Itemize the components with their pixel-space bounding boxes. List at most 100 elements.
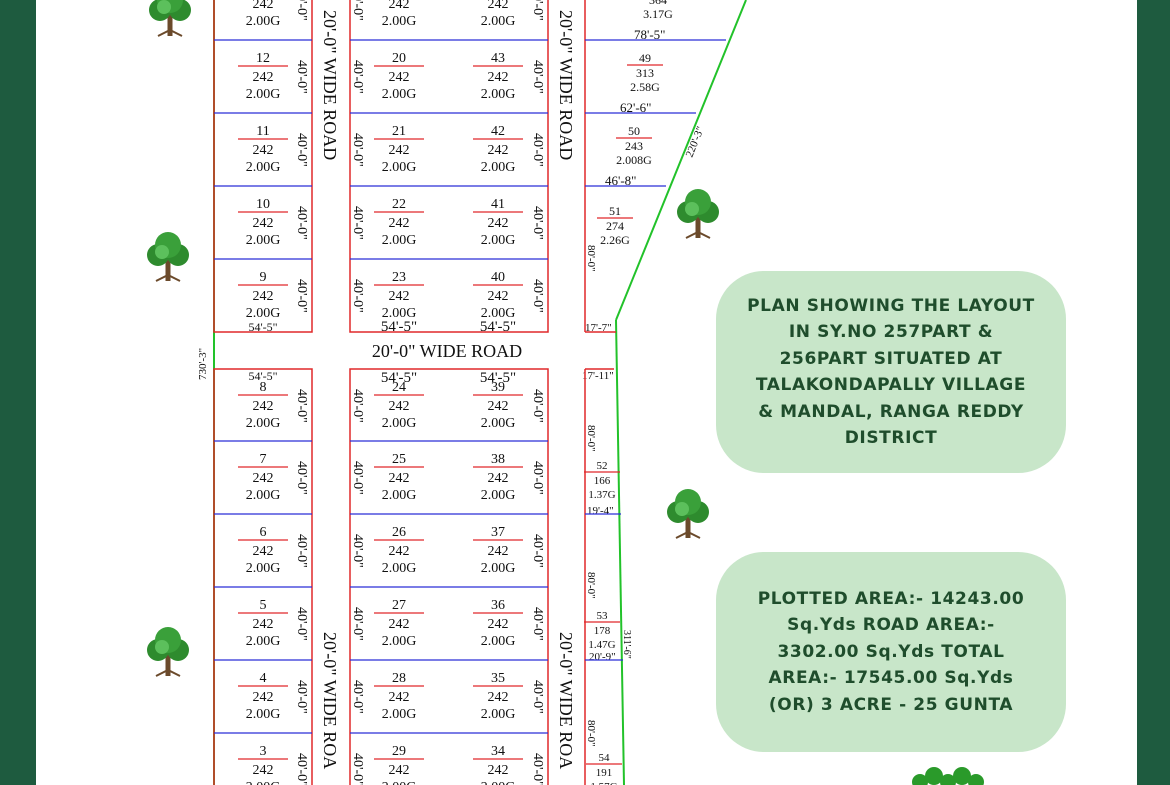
- plot-side-dimension: 40'-0": [294, 389, 309, 423]
- plot-area-guntas: 2.00G: [382, 416, 417, 431]
- plot-number: 3: [260, 744, 267, 759]
- plot-number: 8: [260, 380, 267, 395]
- plot-number: 35: [491, 671, 505, 686]
- plot-side-dimension: 40'-0": [530, 206, 545, 240]
- dim-78-5: 78'-5": [634, 27, 665, 42]
- plot-area-guntas: 2.00G: [246, 233, 281, 248]
- plot-area-guntas: 2.00G: [481, 416, 516, 431]
- plot-side-dimension: 40'-0": [530, 680, 545, 714]
- layout-plan-drawing: 20'-0" WIDE ROAD 20'-0" WIDE ROAD 20'-0"…: [147, 0, 984, 785]
- dim-62-6: 62'-6": [620, 100, 651, 115]
- plot-number: 28: [392, 671, 406, 686]
- plot-area-sqyds: 242: [389, 617, 410, 632]
- plot-side-dimension: 40'-0": [350, 133, 365, 167]
- plot-area-sqyds: 242: [488, 471, 509, 486]
- plot-area-sqyds: 242: [488, 690, 509, 705]
- shrub-leaf: [968, 774, 984, 785]
- plot-block-outline: [213, 0, 313, 333]
- tree-icon: [149, 0, 191, 37]
- plot-area-sqyds: 242: [488, 544, 509, 559]
- plot-width-label: 54'-5": [248, 320, 277, 334]
- plot-area-guntas: 2.00G: [246, 87, 281, 102]
- plot-side-dimension: 40'-0": [294, 607, 309, 641]
- plot-area-sqyds: 242: [389, 763, 410, 778]
- plot-side-dimension: 40'-0": [350, 279, 365, 313]
- plot-number: 24: [392, 380, 406, 395]
- plot-side-dimension: 40'-0": [350, 389, 365, 423]
- plot-number: 10: [256, 197, 270, 212]
- east-plot-area-sqyds: 313: [636, 66, 654, 80]
- plot-area-sqyds: 242: [253, 70, 274, 85]
- plot-number: 25: [392, 452, 406, 467]
- east-plot-area-sqyds: 191: [596, 767, 613, 779]
- plot-area-sqyds: 242: [253, 289, 274, 304]
- plot-area-guntas: 2.00G: [382, 780, 417, 785]
- shrub-leaf: [940, 774, 956, 785]
- plot-area-sqyds: 242: [389, 70, 410, 85]
- plot-area-sqyds: 242: [488, 70, 509, 85]
- plot-width-label: 54'-5": [248, 369, 277, 383]
- plot-block-outline: [213, 368, 313, 785]
- east-plot-number: 49: [639, 51, 651, 65]
- east-plot-number: 54: [599, 752, 611, 764]
- area-summary-card: PLOTTED AREA:- 14243.00 Sq.Yds ROAD AREA…: [716, 552, 1066, 752]
- plot-side-dimension: 40'-0": [350, 753, 365, 785]
- dim-left-total: 730'-3": [197, 348, 209, 380]
- trees-layer: [147, 0, 984, 785]
- plot-area-guntas: 2.00G: [382, 488, 417, 503]
- plot-number: 11: [256, 124, 269, 139]
- plot-number: 41: [491, 197, 505, 212]
- road-label-vertical-right-lower: 20'-0" WIDE ROA: [556, 632, 576, 769]
- plot-side-dimension: 40'-0": [294, 753, 309, 785]
- plot-area-guntas: 2.00G: [382, 87, 417, 102]
- plot-side-dimension: 40'-0": [294, 0, 309, 21]
- east-plot-area-sqyds: 166: [594, 475, 611, 487]
- plot-area-sqyds: 242: [389, 690, 410, 705]
- east-plot-number: 52: [597, 460, 608, 472]
- plot-area-sqyds: 242: [488, 763, 509, 778]
- plot-area-guntas: 2.00G: [481, 233, 516, 248]
- east-plot-area-guntas: 2.26G: [600, 233, 630, 247]
- east-plot-area-guntas: 1.37G: [588, 489, 615, 501]
- road-label-horizontal: 20'-0" WIDE ROAD: [372, 341, 522, 361]
- east-plot-side-dimension: 80'-0": [585, 245, 597, 272]
- plot-side-dimension: 40'-0": [530, 0, 545, 21]
- plot-area-guntas: 2.00G: [246, 561, 281, 576]
- tree-foliage-highlight: [155, 245, 169, 259]
- tree-roots: [155, 273, 181, 282]
- dim-19-4: 19'-4": [587, 505, 614, 517]
- plot-width-label: 54'-5": [480, 319, 516, 335]
- plot-side-dimension: 40'-0": [294, 60, 309, 94]
- plot-side-dimension: 40'-0": [530, 607, 545, 641]
- plot-area-guntas: 2.00G: [246, 160, 281, 175]
- plot-area-sqyds: 242: [389, 471, 410, 486]
- shrub-leaf: [925, 767, 943, 785]
- plot-number: 27: [392, 598, 406, 613]
- plot-number: 43: [491, 51, 505, 66]
- east-plot-number: 53: [597, 610, 609, 622]
- plot-number: 29: [392, 744, 406, 759]
- plot-area-guntas: 2.00G: [246, 707, 281, 722]
- plot-area-guntas: 2.00G: [481, 707, 516, 722]
- plot-number: 38: [491, 452, 505, 467]
- plot-area-guntas: 2.00G: [481, 87, 516, 102]
- east-plot-side-dimension: 80'-0": [585, 572, 597, 599]
- plot-area-sqyds: 242: [253, 399, 274, 414]
- plot-area-sqyds: 242: [389, 289, 410, 304]
- plan-title-text: PLAN SHOWING THE LAYOUT IN SY.NO 257PART…: [747, 295, 1035, 449]
- plot-side-dimension: 40'-0": [350, 206, 365, 240]
- plot-side-dimension: 40'-0": [530, 534, 545, 568]
- plot-side-dimension: 40'-0": [350, 680, 365, 714]
- plot-area-sqyds: 242: [389, 544, 410, 559]
- plot-side-dimension: 40'-0": [350, 461, 365, 495]
- dim-17-7: 17'-7": [585, 322, 612, 334]
- plot-area-guntas: 2.00G: [246, 306, 281, 321]
- plot-area-sqyds: 242: [389, 399, 410, 414]
- plot-side-dimension: 40'-0": [294, 680, 309, 714]
- plot-area-sqyds: 242: [488, 289, 509, 304]
- plot-area-sqyds: 242: [253, 471, 274, 486]
- plot-number: 34: [491, 744, 505, 759]
- plot-side-dimension: 40'-0": [294, 206, 309, 240]
- plot-number: 6: [260, 525, 267, 540]
- dim-311-6: 311'-6": [621, 630, 632, 659]
